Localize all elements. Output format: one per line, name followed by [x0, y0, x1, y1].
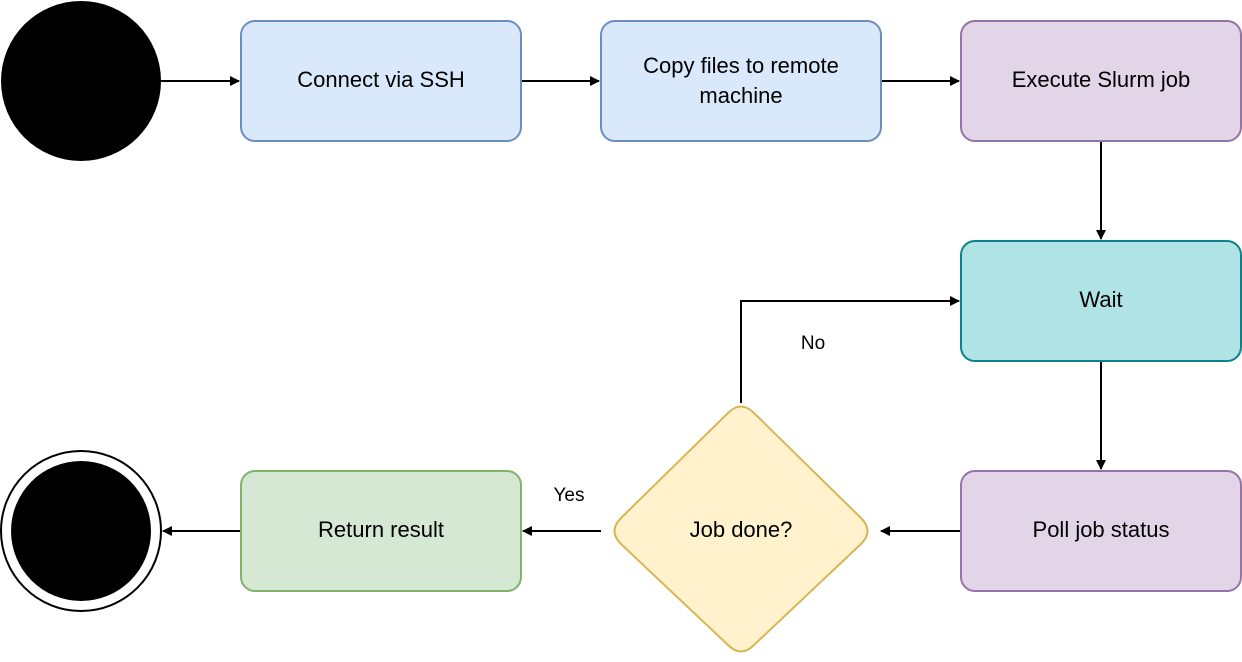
node-job-done-decision: Job done? [613, 405, 869, 653]
node-execute-slurm: Execute Slurm job [960, 20, 1242, 142]
edge-decision-no-to-wait [740, 296, 960, 403]
node-connect-ssh-box [240, 20, 522, 142]
start-node [1, 1, 161, 161]
node-copy-files-label-line2: machine [699, 83, 782, 108]
node-copy-files: Copy files to remote machine [600, 20, 882, 142]
node-job-done-label: Job done? [690, 517, 793, 542]
node-connect-ssh-label: Connect via SSH [297, 67, 465, 92]
node-job-done-diamond [613, 405, 869, 653]
node-copy-files-box [600, 20, 882, 142]
node-execute-slurm-box [960, 20, 1242, 142]
node-return-result: Return result [240, 470, 522, 592]
edge-label-yes: Yes [554, 485, 585, 506]
node-return-result-label: Return result [318, 517, 444, 542]
node-execute-slurm-label: Execute Slurm job [1012, 67, 1191, 92]
node-copy-files-label-line1: Copy files to remote [643, 53, 839, 78]
node-wait: Wait [960, 240, 1242, 362]
node-return-result-box [240, 470, 522, 592]
end-node [0, 450, 162, 612]
edge-label-no: No [801, 333, 825, 354]
node-wait-box [960, 240, 1242, 362]
node-connect-ssh: Connect via SSH [240, 20, 522, 142]
node-poll-status: Poll job status [960, 470, 1242, 592]
node-poll-status-box [960, 470, 1242, 592]
edges [161, 76, 1106, 536]
node-wait-label: Wait [1079, 287, 1122, 312]
node-poll-status-label: Poll job status [1033, 517, 1170, 542]
